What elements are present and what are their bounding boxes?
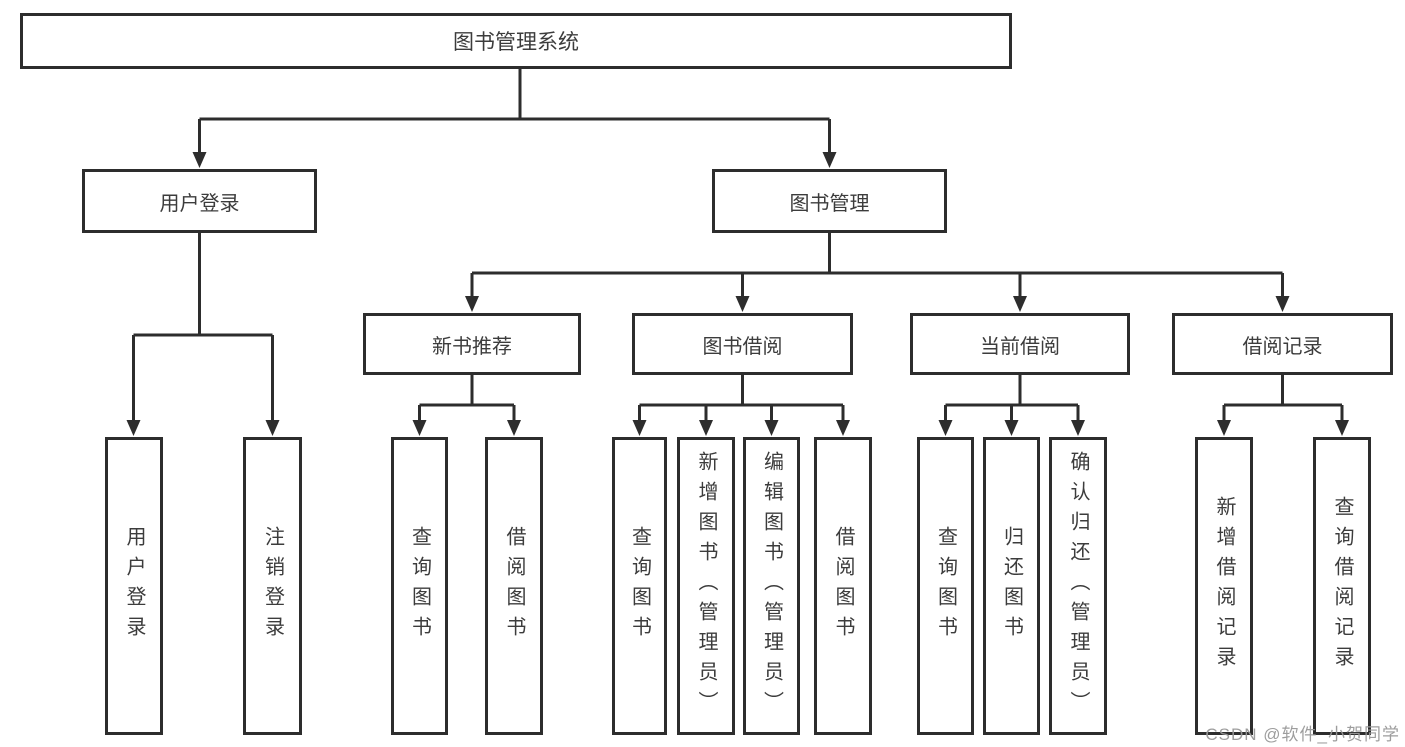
node-root: 图书管理系统 bbox=[20, 13, 1012, 69]
arrowhead-icon bbox=[938, 420, 953, 436]
leaf-query-books-recommend: 查询图书 bbox=[391, 437, 448, 735]
leaf-logout: 注销登录 bbox=[243, 437, 302, 735]
arrowhead-icon bbox=[1217, 420, 1231, 436]
node-label: 新增图书（管理员） bbox=[695, 451, 717, 721]
arrowhead-icon bbox=[699, 420, 713, 436]
node-label: 查询借阅记录 bbox=[1331, 496, 1353, 676]
connector-lines bbox=[1222, 375, 1344, 421]
arrowhead-icon bbox=[507, 420, 521, 436]
connector-lines bbox=[198, 69, 831, 154]
leaf-query-borrow-record: 查询借阅记录 bbox=[1313, 437, 1371, 735]
arrowhead-icon bbox=[265, 420, 280, 436]
node-book-borrowing: 图书借阅 bbox=[632, 313, 853, 375]
arrowhead-icon bbox=[192, 152, 207, 168]
connector-lines bbox=[470, 233, 1284, 297]
node-label: 注销登录 bbox=[261, 526, 284, 646]
node-label: 归还图书 bbox=[1000, 526, 1023, 646]
arrowhead-icon bbox=[1335, 420, 1349, 436]
node-label: 新增借阅记录 bbox=[1213, 496, 1235, 676]
csdn-watermark: CSDN @软件_小贺同学 bbox=[1205, 725, 1400, 744]
connector-root-to-level2 bbox=[192, 69, 837, 168]
connector-user-login-to-leaves bbox=[126, 233, 280, 436]
connector-book-borrowing-to-leaves bbox=[632, 375, 850, 436]
leaf-query-books-borrowing: 查询图书 bbox=[612, 437, 667, 735]
arrowhead-icon bbox=[822, 152, 837, 168]
arrowhead-icon bbox=[632, 420, 647, 436]
node-label: 新书推荐 bbox=[432, 335, 512, 358]
arrowhead-icon bbox=[764, 420, 779, 436]
leaf-return-books: 归还图书 bbox=[983, 437, 1040, 735]
arrowhead-icon bbox=[1013, 296, 1027, 312]
leaf-edit-books-admin: 编辑图书（管理员） bbox=[743, 437, 800, 735]
connector-book-management-to-level3 bbox=[465, 233, 1290, 312]
connector-lines bbox=[418, 375, 516, 421]
arrowhead-icon bbox=[1004, 420, 1019, 436]
node-label: 借阅图书 bbox=[832, 526, 854, 646]
connector-current-borrowing-to-leaves bbox=[938, 375, 1085, 436]
connector-new-book-recommend-to-leaves bbox=[412, 375, 521, 436]
leaf-add-books-admin: 新增图书（管理员） bbox=[677, 437, 735, 735]
node-label: 查询图书 bbox=[934, 526, 957, 646]
leaf-query-books-current: 查询图书 bbox=[917, 437, 974, 735]
node-label: 确认归还（管理员） bbox=[1067, 451, 1089, 721]
node-label: 图书管理系统 bbox=[453, 31, 579, 54]
leaf-user-login: 用户登录 bbox=[105, 437, 163, 735]
node-label: 查询图书 bbox=[628, 526, 651, 646]
leaf-borrow-books-borrowing: 借阅图书 bbox=[814, 437, 872, 735]
node-label: 图书借阅 bbox=[702, 335, 783, 358]
leaf-confirm-return-admin: 确认归还（管理员） bbox=[1049, 437, 1107, 735]
arrowhead-icon bbox=[465, 296, 479, 312]
node-borrowing-records: 借阅记录 bbox=[1172, 313, 1393, 375]
arrowhead-icon bbox=[836, 420, 850, 436]
node-label: 编辑图书（管理员） bbox=[760, 451, 783, 721]
node-label: 用户登录 bbox=[159, 192, 240, 215]
node-label: 图书管理 bbox=[789, 192, 870, 215]
connector-borrowing-records-to-leaves bbox=[1217, 375, 1349, 436]
node-label: 借阅记录 bbox=[1242, 335, 1323, 358]
leaf-borrow-books-recommend: 借阅图书 bbox=[485, 437, 543, 735]
node-label: 借阅图书 bbox=[503, 526, 525, 646]
connector-lines bbox=[638, 375, 845, 421]
node-label: 当前借阅 bbox=[980, 335, 1060, 358]
node-new-book-recommend: 新书推荐 bbox=[363, 313, 581, 375]
arrowhead-icon bbox=[126, 420, 141, 436]
node-book-management: 图书管理 bbox=[712, 169, 947, 233]
node-user-login: 用户登录 bbox=[82, 169, 317, 233]
connector-lines bbox=[944, 375, 1080, 421]
arrowhead-icon bbox=[735, 296, 750, 312]
connector-lines bbox=[132, 233, 274, 421]
arrowhead-icon bbox=[1275, 296, 1290, 312]
leaf-add-borrow-record: 新增借阅记录 bbox=[1195, 437, 1253, 735]
arrowhead-icon bbox=[1071, 420, 1085, 436]
node-label: 查询图书 bbox=[408, 526, 431, 646]
node-current-borrowing: 当前借阅 bbox=[910, 313, 1130, 375]
arrowhead-icon bbox=[412, 420, 427, 436]
node-label: 用户登录 bbox=[123, 526, 145, 646]
